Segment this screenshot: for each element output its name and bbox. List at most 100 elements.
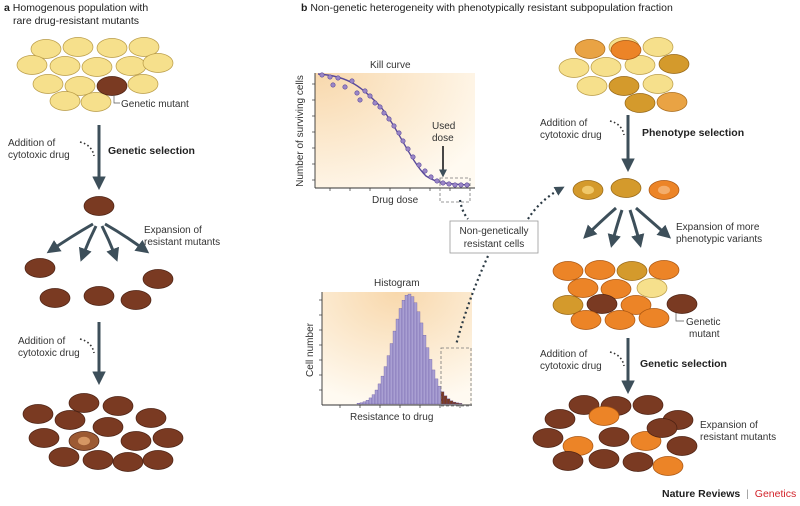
genetic-mutant-label-b-line1: Genetic (686, 317, 720, 328)
dotted-curve-b2 (609, 351, 625, 367)
histogram-bar (431, 369, 436, 405)
genetic-mutant-leader-b (675, 313, 684, 322)
addition-drug-b2-line1: Addition of (540, 349, 587, 360)
genetic-selection-a: Genetic selection (108, 145, 195, 157)
kill-curve-data-points (319, 72, 470, 188)
journal-name: Nature Reviews (662, 488, 741, 500)
histogram-bar (437, 385, 442, 405)
genetic-mutant-leader (113, 95, 120, 104)
expanded-mutants-a (24, 258, 174, 310)
histogram-bar (383, 366, 388, 405)
persister-cell-a (68, 431, 100, 451)
panel-b-letter: b (301, 2, 308, 14)
histogram-bar (386, 355, 391, 405)
callout-box (449, 220, 539, 254)
histogram-bar (458, 403, 463, 405)
expansion-label-b-line2: phenotypic variants (676, 234, 762, 245)
histogram-bar (404, 295, 409, 405)
callout-line2: resistant cells (464, 239, 525, 250)
phenotype-selection: Phenotype selection (642, 127, 744, 139)
dotted-curve-a1 (79, 141, 95, 157)
histogram-bar (434, 378, 439, 405)
single-mutant-cell (83, 196, 115, 216)
genetic-mutant-cell-b (666, 294, 698, 314)
histogram-bar (398, 308, 403, 405)
kill-curve-ylabel: Number of surviving cells (295, 75, 306, 187)
histogram-bar (455, 402, 460, 405)
panel-a-title-line2: rare drug-resistant mutants (13, 14, 140, 27)
panel-a-initial-population (16, 37, 174, 112)
histogram-bar (392, 330, 397, 405)
histogram-bar (440, 391, 445, 405)
histogram-xlabel: Resistance to drug (350, 412, 433, 423)
histogram-bar (389, 343, 394, 405)
callout-line1: Non-genetically (460, 226, 529, 237)
histogram-bar (362, 401, 367, 405)
used-dose-line1: Used (432, 121, 455, 132)
histogram-bar (368, 397, 373, 405)
genetic-selection-b: Genetic selection (640, 358, 727, 370)
journal-section: Genetics (754, 488, 797, 500)
histogram-bar (407, 293, 412, 405)
addition-drug-a1-line2: cytotoxic drug (8, 150, 70, 161)
histogram-bar (374, 389, 379, 405)
used-dose-line2: dose (432, 133, 454, 144)
histogram-bar (419, 322, 424, 405)
dotted-link-kill-curve (458, 199, 469, 220)
histogram-bar (359, 402, 364, 405)
histogram-bar (446, 398, 451, 405)
final-population-a (22, 393, 184, 472)
panel-a-letter: a (4, 2, 10, 14)
histogram-resistant-box (440, 347, 472, 407)
dotted-link-to-phenotypes (527, 186, 565, 220)
addition-drug-a1-line1: Addition of (8, 138, 55, 149)
genetic-mutant-cell (96, 76, 128, 96)
kill-curve-resistant-box (439, 177, 471, 203)
orange-phenotype-cell (610, 40, 642, 60)
final-population-b (532, 395, 698, 476)
histogram-bar (425, 347, 430, 405)
histogram-ylabel: Cell number (305, 322, 316, 377)
histogram-bar (371, 394, 376, 405)
final-expansion-line2: resistant mutants (700, 432, 776, 443)
expansion-arrows-b (583, 206, 672, 248)
histogram-bar (410, 296, 415, 405)
expansion-arrows-a (46, 222, 150, 262)
journal-credit: Nature Reviews | Genetics (662, 488, 796, 500)
kill-curve-title: Kill curve (370, 60, 411, 71)
panel-b-title-text: Non-genetic heterogeneity with phenotypi… (310, 2, 673, 14)
dotted-curve-a2 (79, 338, 95, 354)
histogram-bars (356, 293, 463, 405)
histogram-bar (428, 359, 433, 405)
histogram-bar (365, 400, 370, 405)
addition-drug-a2-line2: cytotoxic drug (18, 348, 80, 359)
dotted-link-histogram (454, 255, 490, 346)
histogram-bar (422, 335, 427, 405)
panel-b-title: b Non-genetic heterogeneity with phenoty… (301, 2, 673, 15)
histogram-bar (416, 311, 421, 405)
genetic-mutant-label-b-line2: mutant (689, 329, 720, 340)
kill-curve-plot-area (315, 73, 475, 188)
histogram-bar (443, 395, 448, 405)
genetic-mutant-label: Genetic mutant (121, 99, 189, 110)
selected-phenotype-cells (572, 178, 680, 200)
histogram-bar (413, 302, 418, 405)
credit-separator: | (746, 488, 749, 500)
kill-curve-xlabel: Drug dose (372, 195, 419, 206)
expansion-label-a-line2: resistant mutants (144, 237, 220, 248)
histogram-bar (380, 375, 385, 405)
histogram-title: Histogram (374, 278, 420, 289)
final-expansion-line1: Expansion of (700, 420, 758, 431)
histogram-bar (452, 401, 457, 405)
histogram-bar (356, 403, 361, 405)
panel-a-title: a Homogenous population with rare drug-r… (4, 2, 204, 27)
expansion-label-b-line1: Expansion of more (676, 222, 760, 233)
addition-drug-a2-line1: Addition of (18, 336, 65, 347)
histogram-bar (377, 383, 382, 405)
panel-a-title-line1: Homogenous population with (12, 2, 149, 14)
dotted-curve-b1 (609, 120, 625, 136)
histogram-bar (449, 400, 454, 405)
expansion-label-a-line1: Expansion of (144, 225, 202, 236)
addition-drug-b1-line2: cytotoxic drug (540, 130, 602, 141)
